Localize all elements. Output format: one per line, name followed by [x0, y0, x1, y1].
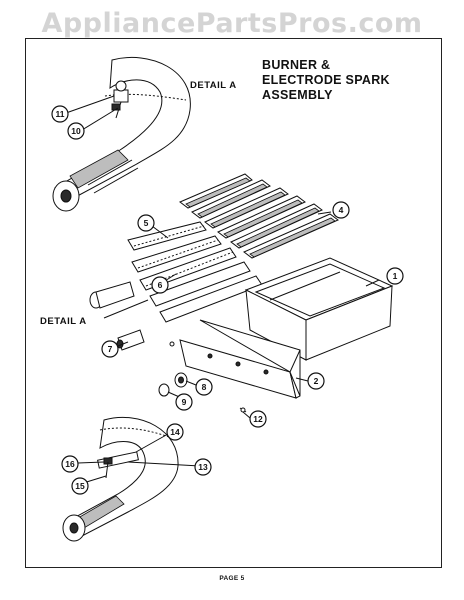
grate-assembly-part-4 — [179, 173, 339, 259]
diagram-title: BURNER & ELECTRODE SPARK ASSEMBLY — [262, 58, 390, 103]
knob-part-8 — [174, 372, 188, 388]
svg-text:16: 16 — [65, 459, 75, 469]
grate-bar — [230, 203, 323, 249]
burner-valve-part-7 — [89, 281, 149, 351]
svg-text:15: 15 — [75, 481, 85, 491]
detail-bottom-burner — [62, 416, 179, 542]
callout-11: 11 — [51, 105, 69, 123]
burner-tubes — [127, 221, 263, 323]
grate-bar — [217, 195, 306, 239]
diagram-frame — [25, 38, 442, 568]
callout-6: 6 — [151, 276, 169, 294]
callout-9: 9 — [175, 393, 193, 411]
callout-16: 16 — [61, 455, 79, 473]
screw-part-12 — [239, 407, 247, 413]
watermark: AppliancePartsPros.com — [41, 8, 423, 39]
detail-a-top-burner — [52, 56, 191, 212]
svg-text:10: 10 — [71, 126, 81, 136]
svg-text:8: 8 — [202, 382, 207, 392]
callout-1: 1 — [386, 267, 404, 285]
callout-15: 15 — [71, 477, 89, 495]
svg-text:13: 13 — [198, 462, 208, 472]
control-panel-part-2 — [179, 319, 301, 399]
grate-bar — [204, 187, 289, 229]
detail-a-label-middle: DETAIL A — [40, 316, 87, 327]
grate-bar — [191, 179, 271, 219]
svg-text:12: 12 — [253, 414, 263, 424]
callout-4: 4 — [332, 201, 350, 219]
callout-7: 7 — [101, 340, 119, 358]
callout-2: 2 — [307, 372, 325, 390]
svg-text:11: 11 — [56, 109, 65, 119]
callout-14: 14 — [166, 423, 184, 441]
page-number: PAGE 5 — [219, 575, 245, 582]
callout-12: 12 — [249, 410, 267, 428]
bezel-part-9 — [158, 383, 170, 397]
svg-text:2: 2 — [314, 376, 319, 386]
detail-a-label-top: DETAIL A — [190, 80, 237, 91]
svg-text:1: 1 — [393, 271, 398, 281]
burner-box-part-1 — [244, 257, 394, 361]
svg-text:14: 14 — [170, 427, 180, 437]
electrode-assembly-bottom — [97, 451, 139, 479]
electrode-part-11 — [111, 80, 129, 119]
svg-text:5: 5 — [144, 218, 149, 228]
svg-text:7: 7 — [108, 344, 113, 354]
screw — [169, 341, 175, 347]
title-line-3: ASSEMBLY — [262, 88, 333, 102]
title-line-2: ELECTRODE SPARK — [262, 73, 390, 87]
svg-text:9: 9 — [182, 397, 187, 407]
callout-5: 5 — [137, 214, 155, 232]
svg-text:6: 6 — [158, 280, 163, 290]
title-line-1: BURNER & — [262, 58, 331, 72]
grate-bar — [179, 173, 253, 209]
callout-13: 13 — [194, 458, 212, 476]
callout-8: 8 — [195, 378, 213, 396]
grate-bar — [243, 213, 339, 259]
svg-text:4: 4 — [339, 205, 344, 215]
callout-10: 10 — [67, 122, 85, 140]
